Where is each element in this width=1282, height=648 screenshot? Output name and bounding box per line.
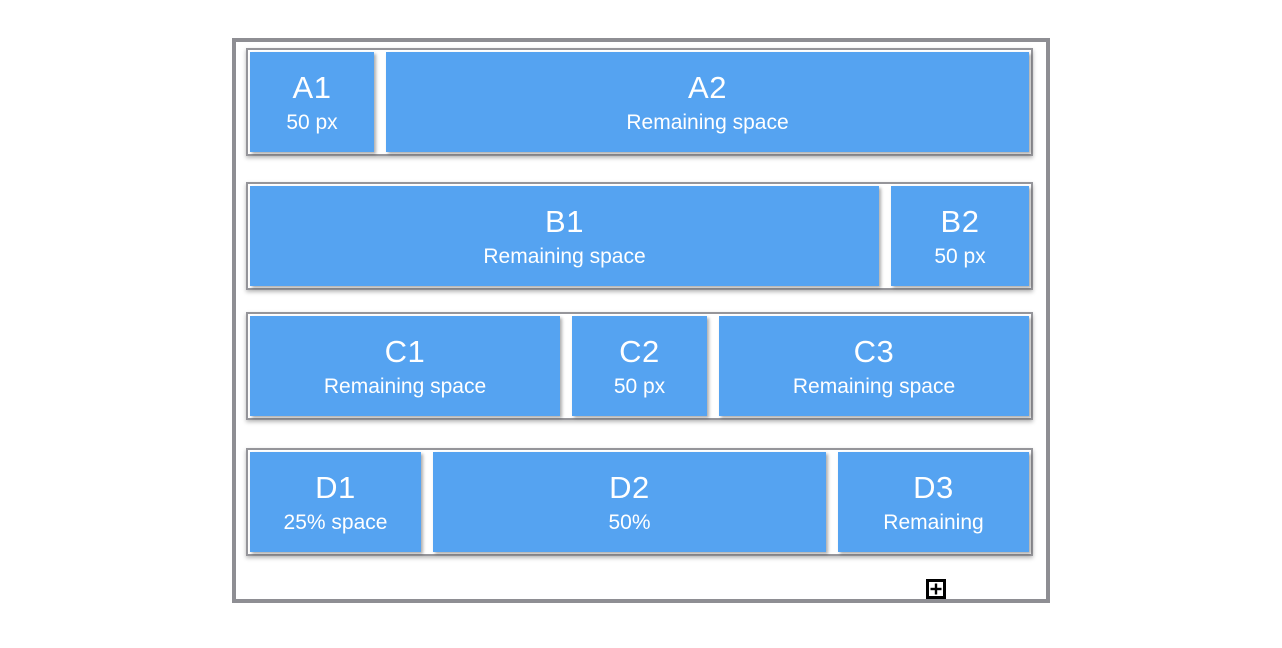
layout-box-c2: C2 50 px [572,316,707,416]
box-subtitle: Remaining [883,510,984,534]
layout-box-d3: D3 Remaining [838,452,1029,552]
box-subtitle: 50 px [286,110,338,134]
layout-box-a1: A1 50 px [250,52,374,152]
layout-row-b: B1 Remaining space B2 50 px [246,182,1033,290]
box-subtitle: Remaining space [483,244,646,268]
box-subtitle: 50 px [613,374,666,398]
layout-box-b2: B2 50 px [891,186,1029,286]
layout-row-c: C1 Remaining space C2 50 px C3 Remaining… [246,312,1033,420]
box-title: D2 [609,469,650,505]
box-title: A2 [688,69,727,105]
box-title: C2 [619,333,660,369]
layout-box-b1: B1 Remaining space [250,186,879,286]
box-title: D1 [315,469,356,505]
box-title: B2 [940,203,980,239]
box-subtitle: Remaining space [323,374,487,398]
box-title: C3 [853,333,895,369]
box-subtitle: 25% space [283,510,388,534]
box-subtitle: 50% [608,510,651,534]
layout-box-d1: D1 25% space [250,452,421,552]
layout-demo-window: A1 50 px A2 Remaining space B1 Remaining… [232,38,1050,603]
layout-box-c3: C3 Remaining space [719,316,1029,416]
layout-row-a: A1 50 px A2 Remaining space [246,48,1033,156]
box-subtitle: 50 px [934,244,986,268]
box-subtitle: Remaining space [626,110,789,134]
layout-box-c1: C1 Remaining space [250,316,560,416]
box-title: D3 [913,469,954,505]
layout-row-d: D1 25% space D2 50% D3 Remaining [246,448,1033,556]
layout-box-d2: D2 50% [433,452,826,552]
layout-box-a2: A2 Remaining space [386,52,1029,152]
plus-crosshair-cursor-icon [926,579,946,599]
box-subtitle: Remaining space [792,374,956,398]
box-title: C1 [384,333,426,369]
box-title: B1 [545,203,584,239]
box-title: A1 [292,69,332,105]
